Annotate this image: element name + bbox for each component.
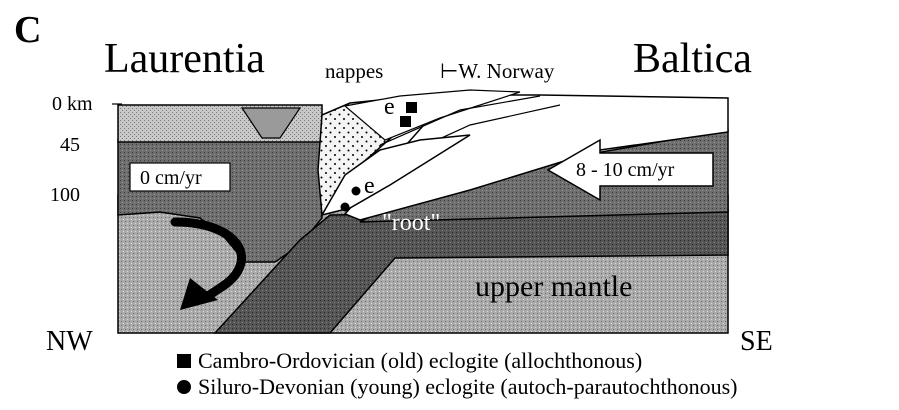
- young-eclogite-marker: [352, 187, 361, 196]
- upper-mantle-label: upper mantle: [475, 270, 632, 303]
- old-eclogite-marker: [406, 102, 417, 113]
- nappes-label: nappes: [325, 59, 383, 83]
- depth-label-45: 45: [60, 134, 80, 156]
- root-label: "root": [382, 210, 440, 236]
- laurentia-label: Laurentia: [104, 36, 265, 82]
- legend-square-text: Cambro-Ordovician (old) eclogite (alloch…: [198, 348, 642, 373]
- se-label: SE: [740, 326, 773, 357]
- baltica-label: Baltica: [633, 36, 752, 82]
- old-eclogite-marker: [400, 116, 411, 127]
- depth-label-0: 0 km: [52, 93, 93, 115]
- young-eclogite-marker: [341, 203, 350, 212]
- legend-circle-text: Siluro-Devonian (young) eclogite (autoch…: [198, 374, 737, 399]
- legend-square-symbol: [177, 354, 191, 368]
- panel-letter: C: [14, 9, 41, 51]
- eclogite-letter-lower: e: [364, 173, 375, 199]
- laurentia-rate-label: 0 cm/yr: [140, 167, 202, 189]
- legend-circle-symbol: [177, 380, 191, 394]
- baltica-rate-label: 8 - 10 cm/yr: [576, 159, 675, 181]
- w-norway-label: ⊢W. Norway: [440, 59, 555, 83]
- nw-label: NW: [46, 326, 93, 357]
- eclogite-letter-upper: e: [384, 94, 395, 120]
- depth-label-100: 100: [50, 184, 80, 206]
